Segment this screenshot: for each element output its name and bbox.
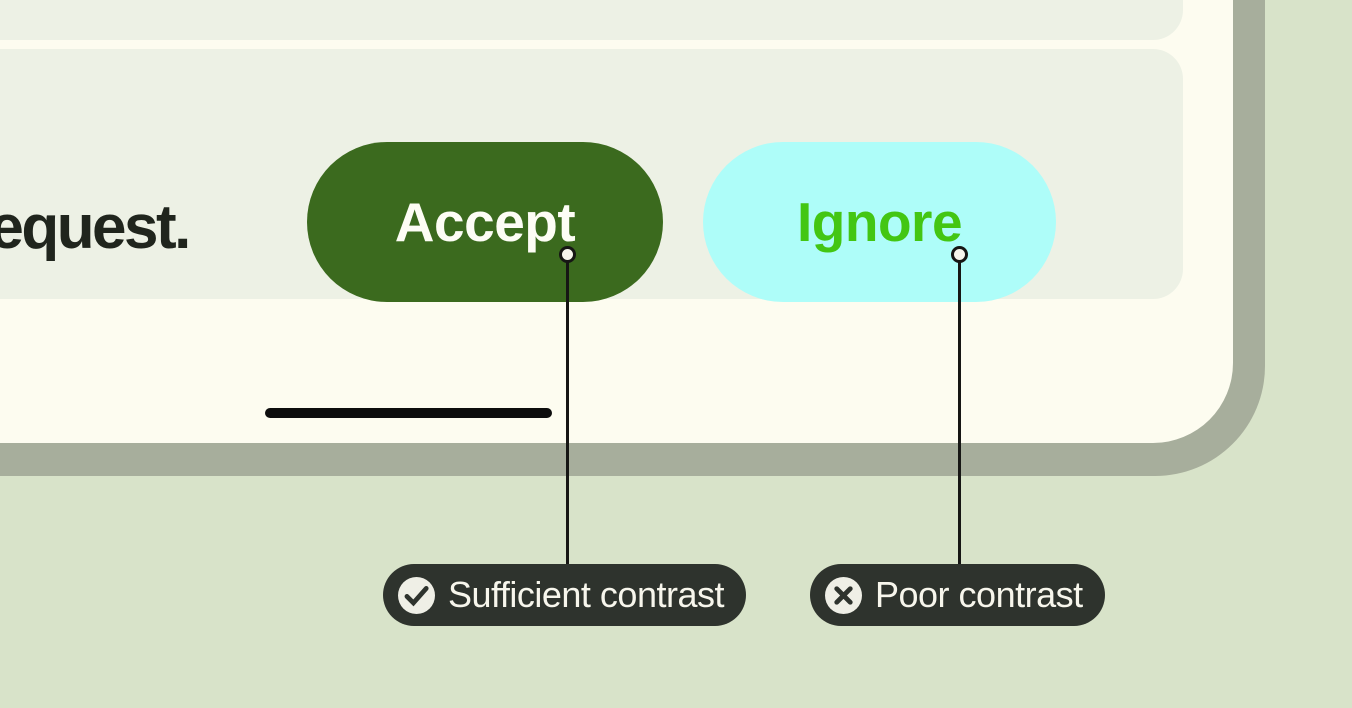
- request-card: a request. Accept Ignore: [0, 49, 1183, 302]
- ignore-button[interactable]: Ignore: [703, 142, 1056, 302]
- ignore-button-label: Ignore: [796, 191, 963, 253]
- accept-connector-line: [566, 255, 569, 566]
- accept-connector-dot: [559, 246, 576, 263]
- check-circle-icon: [398, 576, 435, 614]
- callout-sufficient-label: Sufficient contrast: [448, 574, 725, 615]
- accept-button-label: Accept: [394, 191, 576, 253]
- ignore-connector-line: [958, 255, 961, 566]
- accept-button[interactable]: Accept: [307, 142, 663, 302]
- callout-poor-label: Poor contrast: [875, 574, 1083, 615]
- black-divider-bar: [265, 408, 552, 418]
- previous-card-partial: [0, 0, 1183, 40]
- request-message: a request.: [0, 193, 191, 262]
- callout-sufficient-contrast: Sufficient contrast: [383, 564, 746, 626]
- x-circle-icon: [825, 576, 862, 614]
- callout-poor-contrast: Poor contrast: [810, 564, 1105, 626]
- ignore-connector-dot: [951, 246, 968, 263]
